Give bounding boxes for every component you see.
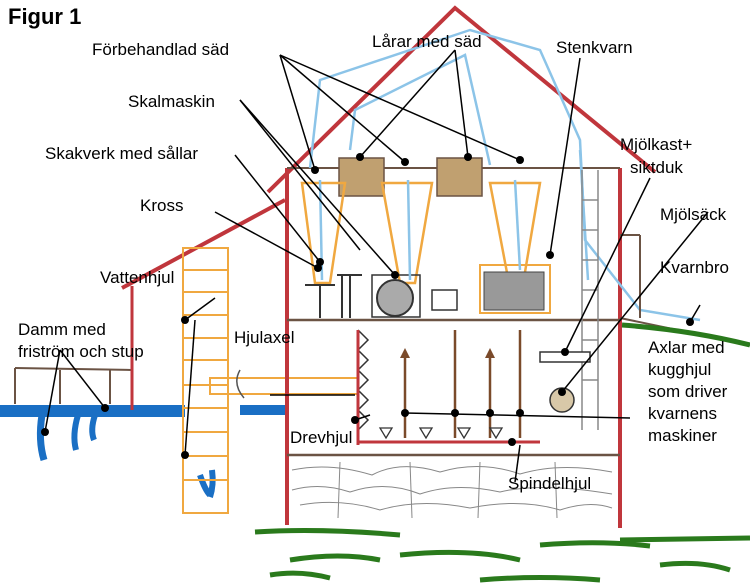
hoppers <box>300 181 542 285</box>
grain-bin-1 <box>338 157 385 197</box>
label-axlar-line1: Axlar med <box>648 338 725 357</box>
stone-mill-housing <box>479 264 551 314</box>
shed-roof <box>121 198 286 290</box>
label-forbehandlad-sad: Förbehandlad säd <box>92 40 230 59</box>
dam-water <box>0 405 185 417</box>
millstone <box>483 271 545 311</box>
label-drevhjul: Drevhjul <box>290 428 353 447</box>
pinion-gear <box>356 329 370 431</box>
crusher <box>305 274 362 318</box>
label-kross: Kross <box>140 196 184 215</box>
spindle-gears <box>378 427 504 440</box>
figure-title: Figur 1 <box>8 4 82 29</box>
flour-chute <box>581 170 599 430</box>
label-damm-line1: Damm med <box>18 320 106 339</box>
label-spindelhjul: Spindelhjul <box>508 474 592 493</box>
waterfall-stream <box>71 414 81 451</box>
label-skakverk: Skakverk med sållar <box>45 144 199 163</box>
label-axlar-line2: kugghjul <box>648 360 712 379</box>
wheel-axle <box>209 377 359 395</box>
label-laror-med-sad: Lårar med säd <box>372 32 482 51</box>
leader-dots <box>41 153 694 459</box>
water-splash <box>197 469 216 498</box>
label-mjolsack: Mjölsäck <box>660 205 727 224</box>
mill-roof <box>266 5 657 194</box>
stone-foundation <box>291 461 613 519</box>
label-damm-line2: friström och stup <box>18 342 144 361</box>
label-mjolkast-line2: siktduk <box>630 158 683 177</box>
leader-lines <box>44 49 709 483</box>
label-axlar-line4: kvarnens <box>648 404 717 423</box>
grass <box>254 322 750 583</box>
label-mjolkast-line1: Mjölkast+ <box>620 135 693 154</box>
tailrace-water <box>240 405 285 415</box>
waterfall-stream <box>89 414 98 442</box>
label-stenkvarn: Stenkvarn <box>556 38 633 57</box>
label-vattenhjul: Vattenhjul <box>100 268 175 287</box>
husker-drum <box>376 279 414 317</box>
drive-shafts <box>403 330 522 438</box>
label-axlar-line5: maskiner <box>648 426 717 445</box>
label-hjulaxel: Hjulaxel <box>234 328 295 347</box>
label-axlar-line3: som driver <box>648 382 728 401</box>
label-kvarnbro: Kvarnbro <box>660 258 729 277</box>
label-skalmaskin: Skalmaskin <box>128 92 215 111</box>
grain-bin-2 <box>436 157 483 197</box>
water-wheel <box>182 247 229 514</box>
waterfall-stream <box>36 414 48 462</box>
